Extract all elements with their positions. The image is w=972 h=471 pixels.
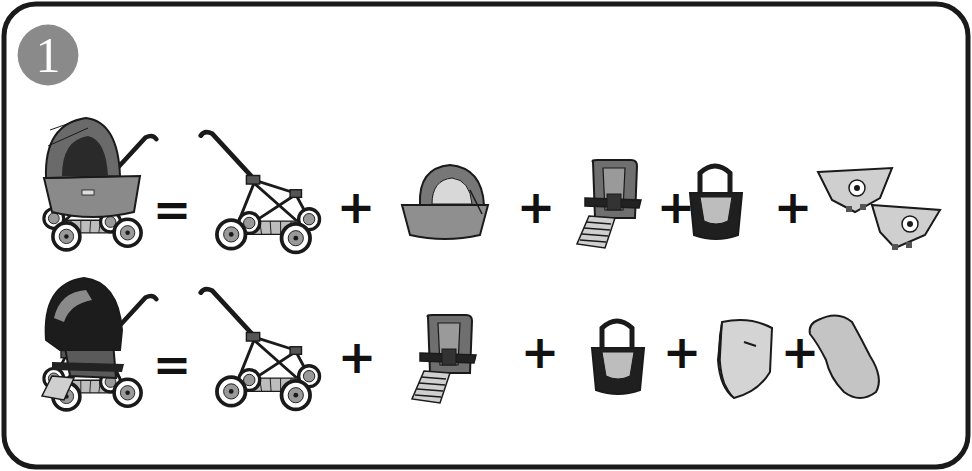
adapter-brackets — [818, 168, 940, 250]
operator-sign: + — [337, 184, 376, 230]
carrycot-part — [470, 190, 482, 214]
pram-assembled — [44, 118, 157, 250]
adapter-brackets-part — [872, 205, 940, 235]
adapter-brackets-part — [860, 204, 866, 210]
stroller-assembled-part — [52, 362, 124, 372]
stroller-assembled-part — [46, 278, 122, 350]
adapter-brackets-part — [846, 206, 852, 212]
step-number-badge: 1 — [17, 24, 79, 86]
seat-unit-part — [412, 315, 476, 403]
step-number: 1 — [17, 24, 79, 86]
operator-sign: = — [153, 342, 192, 388]
changing-bag-part — [690, 166, 742, 239]
seat-unit-part — [577, 160, 641, 248]
carrycot-part — [402, 205, 488, 239]
pram-assembled-part — [46, 118, 120, 178]
stroller-assembled-part — [54, 290, 92, 322]
changing-bag — [592, 321, 644, 394]
changing-bag-part — [592, 321, 644, 394]
stroller-chassis — [201, 132, 320, 252]
pram-assembled-part — [62, 136, 108, 176]
adapter-brackets-part — [892, 244, 898, 250]
adapter-brackets-part — [907, 221, 913, 227]
operator-sign: + — [517, 184, 556, 230]
sun-canopy-part — [718, 320, 772, 398]
panel-frame — [4, 4, 968, 467]
pram-assembled-part — [44, 176, 140, 217]
operator-sign: + — [781, 329, 820, 375]
carrycot-part — [432, 178, 472, 204]
badge-circle — [18, 25, 79, 86]
stroller-chassis — [201, 289, 320, 409]
operator-sign: + — [338, 334, 377, 380]
pram-assembled-part — [48, 118, 88, 146]
stroller-assembled-part — [42, 376, 74, 400]
seat-unit — [412, 315, 476, 403]
adapter-brackets-part — [902, 216, 918, 232]
pram-assembled-part — [82, 190, 94, 195]
seat-unit — [577, 160, 641, 248]
footmuff-part — [810, 315, 879, 398]
sun-canopy-part — [744, 342, 756, 346]
adapter-brackets-part — [849, 180, 865, 196]
operator-sign: + — [521, 329, 560, 375]
adapter-brackets-part — [818, 168, 892, 200]
changing-bag — [690, 166, 742, 239]
operator-sign: + — [774, 184, 813, 230]
adapter-brackets-part — [854, 185, 860, 191]
operator-sign: + — [657, 184, 696, 230]
footmuff — [810, 315, 879, 398]
sun-canopy — [718, 320, 772, 398]
operator-sign: + — [663, 329, 702, 375]
sun-canopy-part — [719, 322, 734, 398]
adapter-brackets-part — [906, 242, 912, 248]
adapter-brackets-part — [872, 205, 940, 248]
carrycot — [402, 165, 488, 239]
stroller-chassis-part — [201, 132, 320, 252]
operator-sign: = — [153, 187, 192, 233]
stroller-assembled — [42, 278, 156, 410]
stroller-chassis-part — [201, 289, 320, 409]
